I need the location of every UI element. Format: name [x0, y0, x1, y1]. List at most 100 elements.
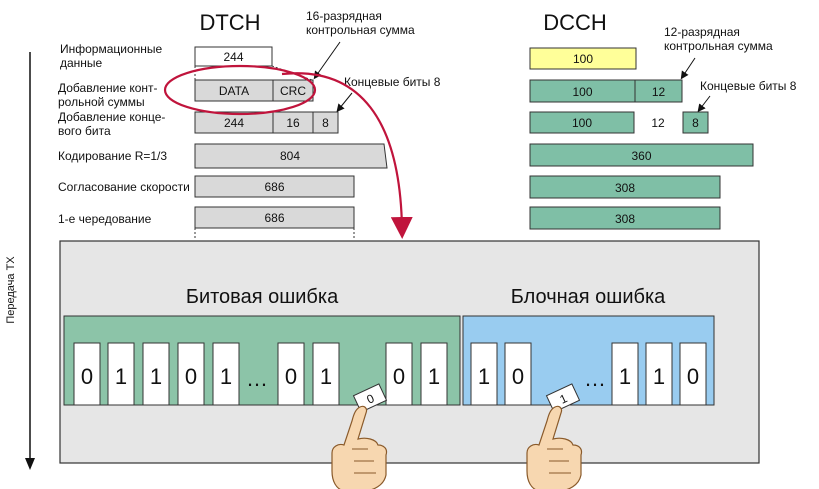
dcch-crc-crc-label: 12: [652, 85, 666, 99]
dtch-rate-label: 686: [264, 180, 284, 194]
dcch-tail-data-box: [529, 111, 635, 134]
row-label-interleave: 1-е чередование: [58, 212, 152, 226]
dtch-crc-crc-label: CRC: [280, 84, 306, 98]
bit-card: [212, 342, 240, 406]
bit-card: [177, 342, 205, 406]
block-bit-card: [611, 342, 639, 406]
dtch-coding-box: [194, 143, 388, 169]
red-flow-arrow: [281, 72, 413, 239]
dcch-rate-box: [529, 175, 721, 199]
dtch-tail-bits-box: [312, 111, 339, 134]
dtch-crc-note-2: контрольная сумма: [306, 23, 415, 37]
bit-ellipsis: …: [246, 366, 268, 391]
bit-value: 1: [115, 364, 127, 389]
bit-card: [385, 342, 413, 406]
tx-axis-arrowhead: [25, 458, 35, 470]
block-bit-value: 1: [653, 364, 665, 389]
dtch-info-value: 244: [223, 50, 243, 64]
dcch-crc-note-1: 12-разрядная: [664, 25, 740, 39]
dtch-crc-note-1: 16-разрядная: [306, 9, 382, 23]
bit-card: [420, 342, 448, 406]
dtch-coding-label: 804: [280, 149, 300, 163]
block-bit-card: [679, 342, 707, 406]
block-bit-value: 1: [478, 364, 490, 389]
bit-value: 1: [150, 364, 162, 389]
block-bit-value: 0: [512, 364, 524, 389]
dcch-coding-box: [529, 143, 754, 167]
dcch-crc-note-arrow: [680, 57, 696, 80]
dcch-title: DCCH: [543, 10, 607, 35]
bit-error-card: [352, 383, 388, 413]
pointing-hand-icon: [331, 405, 388, 489]
dcch-info-value: 100: [573, 52, 593, 66]
bit-card: [142, 342, 170, 406]
block-error-marker: 1: [545, 383, 581, 413]
bit-card: [73, 342, 101, 406]
bit-value: 0: [81, 364, 93, 389]
dcch-column: 100 100 12 12-разрядная контрольная сумм…: [529, 25, 797, 230]
bit-value: 0: [285, 364, 297, 389]
dtch-tail-note: Концевые биты 8: [344, 75, 441, 89]
dcch-tail-bits-box: [682, 111, 709, 134]
row-label-tail-1: Добавление конце-: [58, 110, 165, 124]
block-bit-ellipsis: …: [584, 366, 606, 391]
dtch-tail-bits-label: 8: [322, 116, 329, 130]
block-bit-value: 0: [687, 364, 699, 389]
dtch-title: DTCH: [199, 10, 260, 35]
dtch-interleave-label: 686: [264, 211, 284, 225]
row-labels: Информационные данные Добавление конт- р…: [58, 42, 190, 226]
pointing-hand-icon: [526, 405, 583, 489]
bit-value: 0: [185, 364, 197, 389]
row-label-info-1: Информационные: [60, 42, 163, 56]
dcch-tail-note-arrow: [697, 95, 711, 113]
dtch-tail-crc-label: 16: [286, 116, 300, 130]
dtch-interleave-box: [194, 206, 355, 229]
bit-error-marker: 0: [352, 383, 388, 413]
dcch-crc-note-2: контрольная сумма: [664, 39, 773, 53]
bit-card: [277, 342, 305, 406]
bit-value: 1: [320, 364, 332, 389]
row-label-info-2: данные: [60, 56, 103, 70]
dcch-interleave-label: 308: [615, 212, 635, 226]
dtch-crc-crc-box: [272, 79, 314, 102]
row-label-crc-2: рольной суммы: [58, 95, 145, 109]
dtch-crc-data-label: DATA: [219, 84, 249, 98]
bit-value: 1: [220, 364, 232, 389]
dcch-coding-label: 360: [631, 149, 651, 163]
dcch-info-box: [529, 47, 637, 70]
dcch-rate-label: 308: [615, 181, 635, 195]
dcch-interleave-box: [529, 206, 721, 230]
row-label-tail-2: вого бита: [58, 124, 111, 138]
bit-error-title: Битовая ошибка: [186, 286, 339, 308]
dcch-crc-crc-box: [634, 79, 683, 103]
block-bit-card: [470, 342, 498, 406]
bit-card: [107, 342, 135, 406]
row-label-rate: Согласование скорости: [58, 180, 190, 194]
block-bit-card: [645, 342, 673, 406]
block-bit-card: [504, 342, 532, 406]
dtch-crc-note-arrow: [313, 41, 341, 80]
block-error-title: Блочная ошибка: [511, 286, 666, 308]
dtch-rate-box: [194, 175, 355, 198]
row-label-coding: Кодирование R=1/3: [58, 149, 167, 163]
dtch-column: 244 DATA CRC 16-разрядная контрольная су…: [163, 9, 441, 240]
dcch-crc-data-label: 100: [572, 85, 592, 99]
bit-value: 1: [428, 364, 440, 389]
row-label-crc-1: Добавление конт-: [58, 81, 158, 95]
block-error-card: [545, 383, 581, 413]
dcch-tail-data-label: 100: [572, 116, 592, 130]
bit-value: 0: [393, 364, 405, 389]
dcch-tail-bits-label: 8: [692, 116, 699, 130]
crc-highlight-ellipse: [163, 64, 317, 116]
block-bit-value: 1: [619, 364, 631, 389]
tx-axis-label: Передача TX: [5, 256, 17, 324]
dtch-tail-note-arrow: [336, 92, 353, 113]
dcch-tail-crc-label: 12: [651, 116, 665, 130]
dtch-tail-data-label: 244: [224, 116, 244, 130]
block-error-block: [462, 315, 715, 406]
bit-card: [312, 342, 340, 406]
dcch-tail-note: Концевые биты 8: [700, 79, 797, 93]
